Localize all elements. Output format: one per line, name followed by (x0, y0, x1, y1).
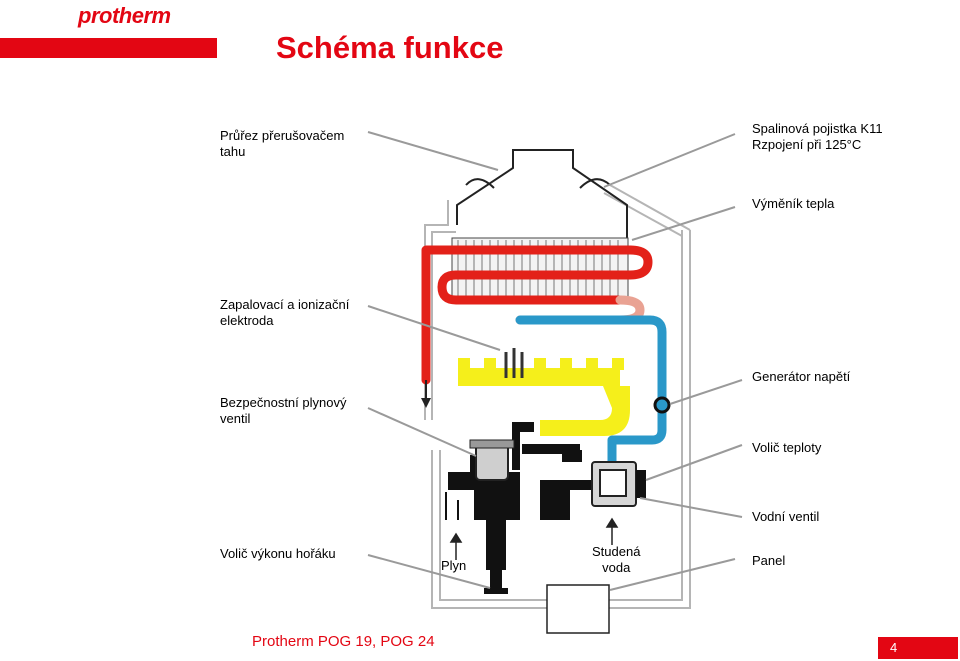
label-plyn: Plyn (441, 558, 467, 573)
header-red-bar (0, 38, 217, 58)
panel-box (546, 584, 610, 634)
inlet-arrows (449, 517, 619, 560)
page-title: Schéma funkce (276, 30, 504, 65)
ignition-electrodes (504, 348, 524, 378)
label-volic-vykonu: Volič výkonu hořáku (220, 546, 336, 561)
generator-circle (653, 396, 671, 414)
label-generator: Generátor napětí (752, 369, 851, 384)
label-volic-teploty: Volič teploty (752, 440, 822, 455)
footer-text: Protherm POG 19, POG 24 (252, 633, 435, 650)
cold-water-pipe (515, 315, 667, 475)
protherm-logo: protherm (78, 3, 171, 28)
water-valve (591, 461, 646, 507)
hot-water-pipe (421, 245, 653, 385)
callout-lines (367, 131, 743, 591)
label-panel: Panel (752, 553, 786, 568)
page-number-box (878, 637, 958, 659)
page-number: 4 (890, 640, 898, 655)
label-vodni-ventil: Vodní ventil (752, 509, 820, 524)
gas-valve-assembly (448, 422, 610, 594)
heat-exchanger-fins (457, 240, 619, 298)
label-vymenik: Výměník tepla (752, 196, 835, 211)
gas-burner (458, 358, 630, 436)
safety-valve-body (475, 443, 509, 481)
inlet-stubs (445, 492, 459, 520)
